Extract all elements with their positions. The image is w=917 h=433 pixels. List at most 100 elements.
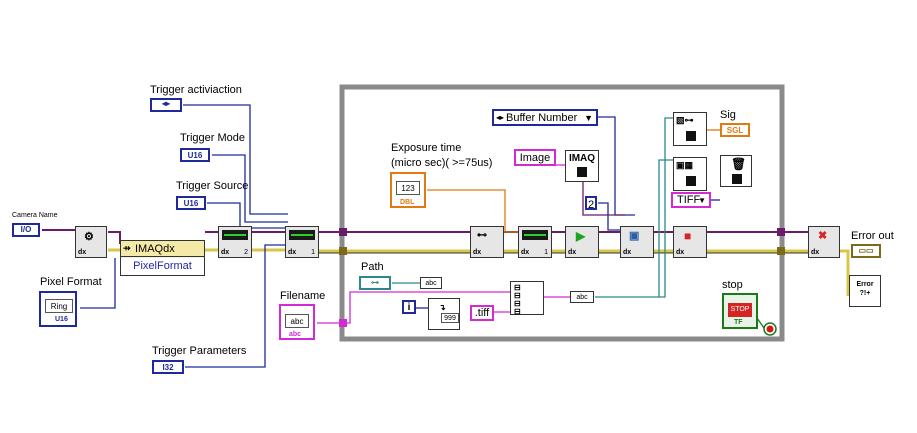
write-file-icon: ▣▦ <box>676 160 694 170</box>
stop-button[interactable]: STOP <box>728 303 752 317</box>
imaqdx-stop-acquisition-vi[interactable]: ■ dx <box>673 226 707 258</box>
stop-icon: ■ <box>684 229 692 243</box>
dx-tag: dx <box>676 249 685 256</box>
buffer-number-value: Buffer Number <box>506 112 578 124</box>
imaq-read-file-info-vi[interactable]: ▧⊶ <box>673 112 707 146</box>
stop-button-terminal[interactable]: STOP TF <box>722 293 758 329</box>
imaq-create-vi[interactable]: IMAQ <box>565 150 599 182</box>
imaqdx-configure-vi-1[interactable]: dx 2 <box>218 226 252 258</box>
concatenate-icon: ⊟⊟⊟⊟ <box>514 283 521 316</box>
path-to-string-function[interactable]: abc <box>420 277 442 289</box>
trigger-parameters-label: Trigger Parameters <box>152 345 247 357</box>
sgl-type-tag: SGL <box>726 126 744 135</box>
u16-type-tag: U16 <box>183 199 199 208</box>
tunnel-session-in <box>339 228 347 236</box>
trigger-source-label: Trigger Source <box>176 180 249 192</box>
open-camera-icon: ⚙ <box>84 231 94 243</box>
trigger-mode-terminal[interactable]: U16 <box>180 148 210 162</box>
trigger-parameters-terminal[interactable]: I32 <box>152 360 184 374</box>
string-to-path-function[interactable]: abc <box>570 291 594 303</box>
play-icon: ▶ <box>576 229 586 243</box>
image-icon: ▣ <box>629 230 640 242</box>
pixel-format-label: Pixel Format <box>40 276 102 288</box>
imaqdx-start-acquisition-vi[interactable]: ▶ dx <box>565 226 599 258</box>
number-to-string-function[interactable]: ↴ 999 <box>428 298 460 330</box>
file-info-icon: ▧⊶ <box>676 115 694 125</box>
imaqdx-configure-trigger-vi[interactable]: dx 1 <box>285 226 319 258</box>
path-wires <box>392 117 673 298</box>
sig-label: Sig <box>720 109 736 121</box>
tunnel-error-in <box>339 247 347 255</box>
dx-tag: dx <box>521 249 530 256</box>
exposure-label-2: (micro sec)( >=75us) <box>391 157 493 169</box>
numeric-constant-2[interactable]: 2 <box>585 196 597 211</box>
pixel-format-terminal[interactable]: Ring U16 <box>39 291 77 327</box>
string-box: abc <box>285 314 309 328</box>
imaq-dark-icon <box>577 167 587 177</box>
string-type-tag: abc <box>289 331 302 338</box>
vi-number-tag: 1 <box>544 249 548 256</box>
stop-label: stop <box>722 279 743 291</box>
filename-label: Filename <box>280 290 326 302</box>
imaqdx-property-node[interactable]: IMAQdx ⇸ PixelFormat <box>120 240 205 276</box>
enum-arrows-icon: ◂▸ <box>496 113 505 122</box>
path-to-string-label: abc <box>425 280 437 287</box>
trigger-activation-label: Trigger activiaction <box>150 84 242 96</box>
filename-terminal[interactable]: abc abc <box>279 304 315 340</box>
while-loop-frame[interactable] <box>339 84 785 342</box>
tunnel-error-out <box>777 247 785 255</box>
image-name-constant[interactable]: Image <box>514 149 556 166</box>
i32-type-tag: I32 <box>162 363 174 372</box>
format-arrow-icon: ↴ <box>439 303 446 312</box>
close-icon: ✖ <box>818 230 828 242</box>
property-node-icon: ⇸ <box>123 243 131 253</box>
buffer-number-control[interactable]: ◂▸ Buffer Number ▼ <box>492 109 598 126</box>
property-item-pixelformat[interactable]: PixelFormat <box>121 258 204 275</box>
error-handler-text: Error ?!+ <box>856 281 874 297</box>
trigger-source-terminal[interactable]: U16 <box>176 196 206 210</box>
string-to-path-label: abc <box>576 294 588 301</box>
dx-tag: dx <box>221 249 230 256</box>
cluster-icon: ▭▭ <box>858 246 874 255</box>
exposure-label-1: Exposure time <box>391 142 462 154</box>
concatenate-strings-function[interactable]: ⊟⊟⊟⊟ <box>510 281 544 316</box>
dx-tag: dx <box>623 249 632 256</box>
imaqdx-set-attribute-vi[interactable]: ⊷ dx <box>470 226 504 258</box>
imaqdx-close-camera-vi[interactable]: ✖ dx <box>808 226 840 258</box>
u16-type-tag: U16 <box>187 151 203 160</box>
simple-error-handler[interactable]: Error ?!+ <box>849 275 881 307</box>
enum-icon: ◂▸ <box>161 99 171 108</box>
imaqdx-configure-vi-2[interactable]: dx 1 <box>518 226 552 258</box>
vi-number-tag: 2 <box>244 249 248 256</box>
iteration-terminal[interactable]: i <box>402 300 416 314</box>
error-out-label: Error out <box>851 230 894 242</box>
exposure-time-terminal[interactable]: 123 DBL <box>390 172 426 208</box>
sig-indicator[interactable]: SGL <box>720 123 750 137</box>
vi-number-tag: 1 <box>311 249 315 256</box>
error-out-terminal[interactable]: ▭▭ <box>851 244 881 258</box>
trigger-activation-terminal[interactable]: ◂▸ <box>150 98 182 112</box>
camera-name-terminal[interactable]: I/O <box>12 223 40 237</box>
enum-wires <box>80 104 720 368</box>
imaqdx-open-camera-vi[interactable]: ⚙ dx <box>75 226 107 258</box>
io-type-tag: I/O <box>20 225 32 234</box>
imaq-write-file-vi[interactable]: ▣▦ <box>673 157 707 191</box>
dx-tag: dx <box>473 249 482 256</box>
string-wires <box>317 164 570 324</box>
numeric-box: 123 <box>396 181 420 195</box>
property-node-title: IMAQdx <box>121 241 204 257</box>
dropdown-arrow-icon: ▼ <box>584 113 593 123</box>
ring-control: Ring <box>45 299 73 313</box>
dark-icon <box>686 131 696 141</box>
file-type-value: TIFF <box>677 194 701 206</box>
file-type-enum[interactable]: TIFF ▼ <box>671 192 711 208</box>
dx-tag: dx <box>811 249 820 256</box>
imaqdx-get-image-vi[interactable]: ▣ dx <box>620 226 654 258</box>
trash-icon: 🗑 <box>731 157 747 171</box>
dx-tag: dx <box>288 249 297 256</box>
imaq-dispose-vi[interactable]: 🗑 <box>720 155 752 187</box>
path-label: Path <box>361 261 384 273</box>
extension-constant[interactable]: .tiff <box>470 305 494 321</box>
path-terminal[interactable]: ⊶ <box>359 276 391 290</box>
